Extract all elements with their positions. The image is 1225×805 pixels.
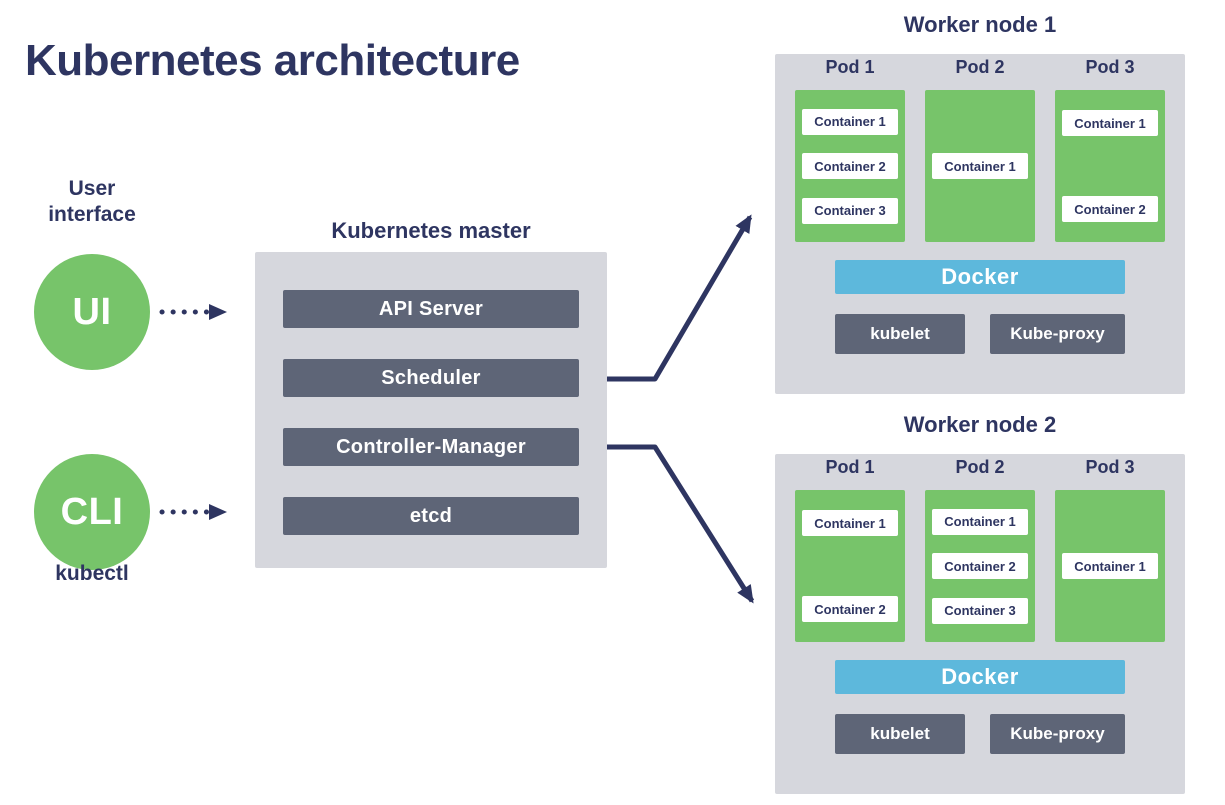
worker1-pod1: Container 1 Container 2 Container 3 bbox=[795, 90, 905, 242]
worker1-pod2: Container 1 bbox=[925, 90, 1035, 242]
worker-node-2-pods-row: Pod 1 Container 1 Container 2 Pod 2 Cont… bbox=[795, 454, 1165, 642]
worker1-pod1-label: Pod 1 bbox=[825, 57, 875, 77]
worker-node-1: Worker node 1 Pod 1 Container 1 Containe… bbox=[775, 12, 1185, 394]
cli-circle: CLI bbox=[34, 454, 150, 570]
worker-node-2: Worker node 2 Pod 1 Container 1 Containe… bbox=[775, 412, 1185, 794]
container-chip: Container 1 bbox=[932, 153, 1028, 179]
worker2-kubelet-box: kubelet bbox=[835, 714, 965, 754]
master-to-worker2-arrow bbox=[607, 444, 755, 604]
worker-node-2-title: Worker node 2 bbox=[903, 412, 1057, 437]
master-to-worker1-arrow bbox=[607, 214, 753, 382]
container-chip: Container 3 bbox=[802, 197, 898, 224]
worker2-docker-bar: Docker bbox=[835, 660, 1125, 694]
user-interface-label: User interface bbox=[48, 177, 136, 226]
container-chip: Container 1 bbox=[1062, 553, 1158, 579]
api-server-bar: API Server bbox=[283, 290, 579, 328]
kubectl-label: kubectl bbox=[55, 562, 129, 585]
worker-node-1-box: Pod 1 Container 1 Container 2 Container … bbox=[775, 54, 1185, 394]
worker2-pod1-label: Pod 1 bbox=[825, 457, 875, 477]
container-chip: Container 2 bbox=[802, 596, 898, 622]
worker-node-2-box: Pod 1 Container 1 Container 2 Pod 2 Cont… bbox=[775, 454, 1185, 794]
container-chip: Container 2 bbox=[932, 553, 1028, 579]
worker2-pod3: Container 1 bbox=[1055, 490, 1165, 642]
worker1-pod3-column: Pod 3 Container 1 Container 2 bbox=[1055, 54, 1165, 242]
worker1-agents-row: kubelet Kube-proxy bbox=[835, 314, 1125, 354]
worker2-pod3-column: Pod 3 Container 1 bbox=[1055, 454, 1165, 642]
worker2-pod2: Container 1 Container 2 Container 3 bbox=[925, 490, 1035, 642]
worker1-pod1-column: Pod 1 Container 1 Container 2 Container … bbox=[795, 54, 905, 242]
worker2-pod1-column: Pod 1 Container 1 Container 2 bbox=[795, 454, 905, 642]
worker2-pod1: Container 1 Container 2 bbox=[795, 490, 905, 642]
container-chip: Container 3 bbox=[932, 597, 1028, 624]
worker1-docker-bar: Docker bbox=[835, 260, 1125, 294]
worker2-pod3-label: Pod 3 bbox=[1085, 457, 1135, 477]
controller-manager-bar: Controller-Manager bbox=[283, 428, 579, 466]
worker-node-1-title: Worker node 1 bbox=[903, 12, 1057, 37]
worker1-pod2-label: Pod 2 bbox=[955, 57, 1005, 77]
container-chip: Container 2 bbox=[1062, 196, 1158, 222]
scheduler-bar: Scheduler bbox=[283, 359, 579, 397]
kubernetes-master-box: API Server Scheduler Controller-Manager … bbox=[255, 252, 607, 568]
worker1-kubelet-box: kubelet bbox=[835, 314, 965, 354]
worker2-pod2-label: Pod 2 bbox=[955, 457, 1005, 477]
worker2-agents-row: kubelet Kube-proxy bbox=[835, 714, 1125, 754]
etcd-bar: etcd bbox=[283, 497, 579, 535]
worker-node-1-pods-row: Pod 1 Container 1 Container 2 Container … bbox=[795, 54, 1165, 242]
ui-circle: UI bbox=[34, 254, 150, 370]
container-chip: Container 1 bbox=[932, 508, 1028, 535]
container-chip: Container 1 bbox=[802, 108, 898, 135]
worker1-pod3: Container 1 Container 2 bbox=[1055, 90, 1165, 242]
container-chip: Container 2 bbox=[802, 153, 898, 179]
diagram-title: Kubernetes architecture bbox=[25, 36, 520, 85]
kubernetes-master: Kubernetes master API Server Scheduler C… bbox=[255, 218, 607, 568]
container-chip: Container 1 bbox=[802, 510, 898, 536]
worker1-pod2-column: Pod 2 Container 1 bbox=[925, 54, 1035, 242]
worker2-pod2-column: Pod 2 Container 1 Container 2 Container … bbox=[925, 454, 1035, 642]
worker1-kube-proxy-box: Kube-proxy bbox=[990, 314, 1125, 354]
worker1-pod3-label: Pod 3 bbox=[1085, 57, 1135, 77]
worker2-kube-proxy-box: Kube-proxy bbox=[990, 714, 1125, 754]
container-chip: Container 1 bbox=[1062, 110, 1158, 136]
kubernetes-master-title: Kubernetes master bbox=[331, 218, 531, 243]
